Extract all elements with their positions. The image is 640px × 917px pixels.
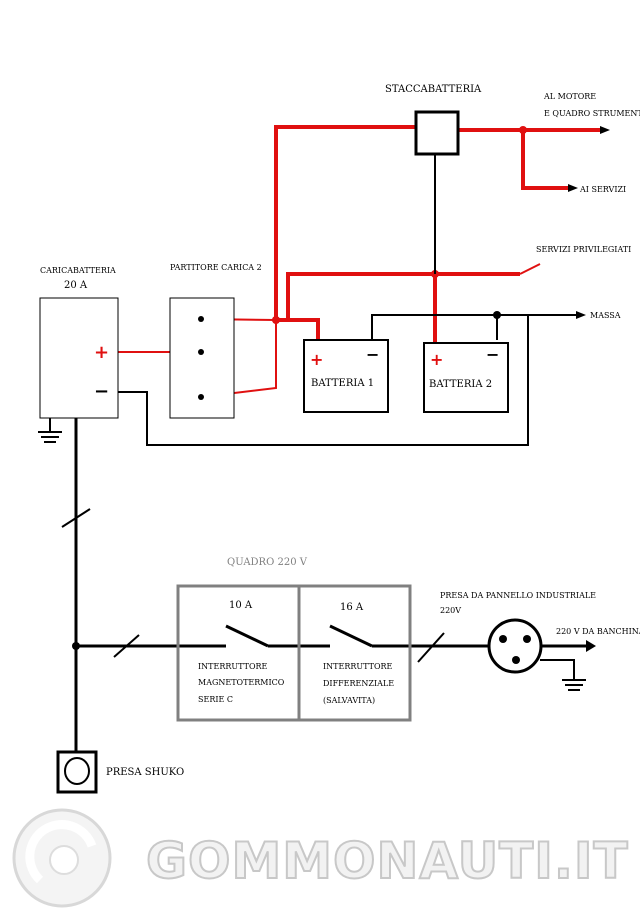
junction-dot (272, 316, 280, 324)
charger-plus-sign: + (94, 342, 109, 363)
magnetotermico-line2: MAGNETOTERMICO (198, 678, 285, 687)
ground-icon (38, 418, 62, 443)
privileged-feed-wire (286, 272, 520, 318)
amp-10-label: 10 A (229, 600, 253, 611)
terminal-dot (198, 349, 204, 355)
battery1-plus-sign: + (310, 350, 323, 369)
servizi-feed-wire (521, 130, 568, 190)
magnetotermico-line3: SERIE C (198, 695, 233, 704)
battery-2 (423, 342, 509, 413)
staccabatteria-switch (414, 110, 460, 156)
caricabatteria-amp-label: 20 A (64, 280, 88, 291)
ground-icon (540, 659, 586, 691)
banchina-label: 220 V DA BANCHINA (556, 627, 640, 636)
junction-dot (72, 642, 80, 650)
battery-2-label: BATTERIA 2 (429, 379, 492, 390)
junction-dot (493, 311, 501, 319)
cable-slash-marks (61, 508, 445, 663)
main-positive-bus (274, 125, 416, 320)
ai-servizi-label: AI SERVIZI (579, 185, 626, 194)
partitore-box (169, 297, 235, 419)
arrow-icon (586, 640, 596, 652)
watermark-text: GOMMONAUTI.IT (146, 832, 629, 890)
presa-shuko-label: PRESA SHUKO (106, 767, 184, 778)
charger-negative-wire (118, 315, 529, 446)
negative-wiring (118, 314, 580, 446)
battery2-plus-sign: + (430, 350, 443, 369)
servizi-privilegiati-label: SERVIZI PRIVILEGIATI (536, 245, 631, 254)
al-motore-label: AL MOTORE (543, 92, 596, 101)
switch-16a-blade (329, 624, 373, 648)
staccabatteria-label: STACCABATTERIA (385, 84, 482, 95)
massa-label: MASSA (590, 311, 621, 320)
battery1-minus-sign: − (366, 345, 379, 364)
battery-1-label: BATTERIA 1 (311, 378, 374, 389)
caricabatteria-label: CARICABATTERIA (40, 266, 116, 275)
caricabatteria-box (39, 297, 119, 419)
amp-16-label: 16 A (340, 602, 364, 613)
junction-dot (519, 126, 527, 134)
battery2-minus-sign: − (486, 345, 499, 364)
differenziale-line2: DIFFERENZIALE (323, 679, 394, 688)
arrow-icon (568, 184, 578, 192)
gommonauti-logo (12, 808, 112, 908)
battery1-positive-wire (276, 318, 320, 340)
massa-bus (371, 314, 580, 340)
differenziale-line1: INTERRUTTORE (323, 662, 393, 671)
magnetotermico-line1: INTERRUTTORE (198, 662, 268, 671)
quadro-strumenti-label: E QUADRO STRUMENTI (544, 109, 640, 118)
arrow-icon (576, 311, 586, 319)
shuko-socket-icon (56, 750, 98, 794)
terminal-dot (198, 394, 204, 400)
positive-wiring (274, 125, 600, 343)
presa-pannello-label: PRESA DA PANNELLO INDUSTRIALE (440, 591, 596, 600)
quadro-label: QUADRO 220 V (227, 557, 308, 568)
presa-pannello-voltage: 220V (440, 606, 461, 615)
arrow-icon (600, 126, 610, 134)
quadro-panel (176, 584, 412, 722)
differenziale-line3: (SALVAVITA) (323, 696, 375, 705)
terminal-dot (198, 316, 204, 322)
switch-10a-blade (225, 624, 269, 648)
servizi-privilegiati-arrow (519, 263, 541, 275)
industrial-socket-icon (487, 618, 543, 674)
battery-1 (303, 339, 389, 413)
partitore-label: PARTITORE CARICA 2 (170, 263, 262, 272)
charger-minus-sign: − (94, 381, 109, 402)
